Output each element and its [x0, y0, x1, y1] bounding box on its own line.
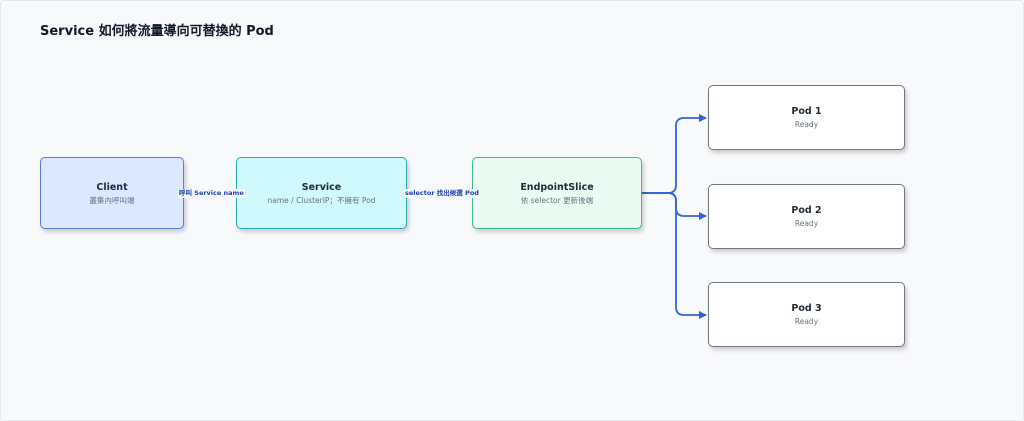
- diagram-title: Service 如何將流量導向可替換的 Pod: [40, 24, 274, 39]
- pod-name: Pod 3: [791, 303, 822, 314]
- client-node: Client 叢集內呼叫端: [40, 157, 184, 229]
- endpointslice-node: EndpointSlice 依 selector 更新後端: [472, 157, 642, 229]
- edge-label-service-endpointslice: selector 找出候選 Pod: [404, 189, 480, 198]
- endpointslice-subtitle: 依 selector 更新後端: [520, 195, 594, 205]
- edge-endpointslice-pod3: [642, 192, 707, 319]
- pod-name: Pod 1: [791, 106, 822, 117]
- client-subtitle: 叢集內呼叫端: [89, 195, 135, 205]
- pod-status: Ready: [794, 219, 819, 228]
- pod-status: Ready: [794, 120, 819, 129]
- client-name: Client: [96, 181, 128, 193]
- edge-label-client-service: 呼叫 Service name: [178, 189, 245, 198]
- edge-endpointslice-pod1: [642, 114, 707, 194]
- pod-name: Pod 2: [791, 205, 822, 216]
- pod-status: Ready: [794, 317, 819, 326]
- service-node: Service name / ClusterIP；不擁有 Pod: [236, 157, 407, 229]
- pod-node-3: Pod 3 Ready: [708, 282, 905, 347]
- service-subtitle: name / ClusterIP；不擁有 Pod: [267, 195, 376, 205]
- service-name: Service: [301, 181, 342, 193]
- pod-node-2: Pod 2 Ready: [708, 184, 905, 249]
- endpointslice-name: EndpointSlice: [520, 181, 594, 193]
- pod-node-1: Pod 1 Ready: [708, 85, 905, 150]
